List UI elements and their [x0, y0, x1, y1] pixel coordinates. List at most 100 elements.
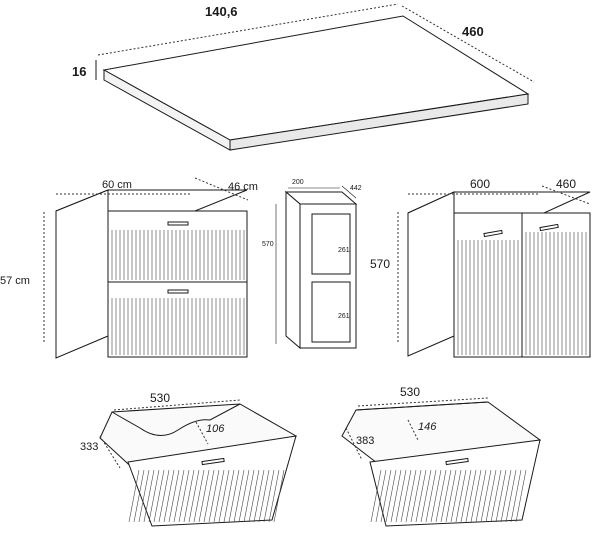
flute-line: [400, 469, 412, 523]
door-handle-left: [483, 229, 503, 238]
flute-line: [148, 469, 160, 523]
shelf-unit-front: [299, 203, 357, 349]
drawer-upper-depth-label: 333: [80, 441, 98, 453]
flute-line: [143, 469, 155, 523]
door-flutes-left: [457, 240, 519, 355]
flute-line: [178, 469, 190, 523]
flute-line: [268, 469, 280, 523]
countertop-depth-label: 460: [462, 24, 484, 39]
door-cabinet-side: [407, 191, 455, 357]
drawer-cabinet-depth-dim-line: [194, 177, 249, 201]
countertop: 140,6 460 16: [72, 3, 535, 151]
flute-line: [168, 469, 180, 523]
flute-line: [455, 469, 467, 523]
drawer-handle-lower: [167, 289, 189, 294]
flute-line: [158, 469, 170, 523]
flute-line: [258, 469, 270, 523]
flute-line: [193, 469, 205, 523]
flute-line: [233, 469, 245, 523]
flute-line: [370, 469, 382, 523]
flute-line: [485, 469, 497, 523]
drawer-cabinet-width-label: 60 cm: [102, 179, 132, 191]
flute-line: [390, 469, 402, 523]
drawer-upper-width-dim-line: [113, 399, 241, 411]
flute-line: [440, 469, 452, 523]
flute-line: [375, 469, 387, 523]
flute-line: [163, 469, 175, 523]
drawer-lower-depth-label: 383: [356, 435, 374, 447]
flute-line: [228, 469, 240, 523]
flute-line: [253, 469, 265, 523]
drawer-lower-front-flutes: [370, 469, 527, 523]
flute-line: [500, 469, 512, 523]
flute-line: [445, 469, 457, 523]
door-cabinet: 600 460 570: [370, 177, 591, 358]
flute-line: [395, 469, 407, 523]
flute-line: [435, 469, 447, 523]
flute-line: [495, 469, 507, 523]
flute-line: [198, 469, 210, 523]
flute-line: [505, 469, 517, 523]
drawer-upper-height-dim-line: [195, 421, 209, 445]
flute-line: [450, 469, 462, 523]
countertop-depth-dim-line: [401, 5, 535, 83]
shelf-unit-opening-upper: [311, 213, 351, 275]
flute-line: [243, 469, 255, 523]
flute-line: [460, 469, 472, 523]
door-cabinet-width-label: 600: [470, 177, 490, 191]
flute-line: [138, 469, 150, 523]
shelf-unit-depth-dim-line: [341, 185, 357, 199]
drawer-front-flutes-upper: [111, 230, 245, 280]
drawer-lower: 530 383 146: [341, 385, 542, 527]
drawer-upper-back-wall: [111, 403, 241, 436]
flute-line: [128, 469, 140, 523]
shelf-unit-opening-lower: [311, 281, 351, 343]
shelf-unit-width-label: 200: [292, 179, 304, 186]
flute-line: [430, 469, 442, 523]
flute-line: [248, 469, 260, 523]
drawer-upper: 530 333 106: [80, 391, 298, 527]
countertop-thickness-label: 16: [72, 64, 86, 79]
flute-line: [490, 469, 502, 523]
drawer-lower-handle: [445, 457, 469, 466]
flute-line: [133, 469, 145, 523]
shelf-unit-lower-space-label: 261: [338, 313, 350, 320]
drawer-front-flutes-lower: [111, 298, 245, 355]
shelf-unit-height-label: 570: [262, 241, 274, 248]
countertop-width-label: 140,6: [205, 4, 238, 19]
flute-line: [420, 469, 432, 523]
drawer-cabinet: 60 cm 46 cm 57 cm: [0, 177, 258, 359]
flute-line: [153, 469, 165, 523]
flute-line: [273, 469, 285, 523]
drawer-upper-height-label: 106: [206, 423, 225, 435]
shelf-unit: 200 442 570 261 261: [262, 179, 362, 350]
drawer-lower-height-label: 146: [418, 421, 437, 433]
flute-line: [415, 469, 427, 523]
flute-line: [380, 469, 392, 523]
door-handle-right: [539, 223, 559, 232]
flute-line: [238, 469, 250, 523]
flute-line: [203, 469, 215, 523]
door-cabinet-depth-dim-line: [541, 185, 591, 205]
drawer-cabinet-front: [107, 210, 248, 358]
shelf-unit-side: [285, 190, 301, 350]
flute-line: [515, 469, 527, 523]
flute-line: [213, 469, 225, 523]
countertop-side-face: [229, 93, 529, 151]
drawer-lower-width-dim-line: [357, 397, 489, 407]
flute-line: [385, 469, 397, 523]
flute-line: [470, 469, 482, 523]
drawer-cabinet-height-label: 57 cm: [0, 275, 30, 287]
flute-line: [405, 469, 417, 523]
flute-line: [480, 469, 492, 523]
flute-line: [425, 469, 437, 523]
flute-line: [223, 469, 235, 523]
shelf-unit-upper-space-label: 261: [338, 247, 350, 254]
drawer-handle-upper: [167, 221, 189, 226]
drawer-upper-front-flutes: [128, 469, 285, 523]
drawer-upper-handle: [201, 457, 225, 466]
door-cabinet-height-label: 570: [370, 257, 390, 271]
drawer-lower-front: [369, 439, 541, 527]
